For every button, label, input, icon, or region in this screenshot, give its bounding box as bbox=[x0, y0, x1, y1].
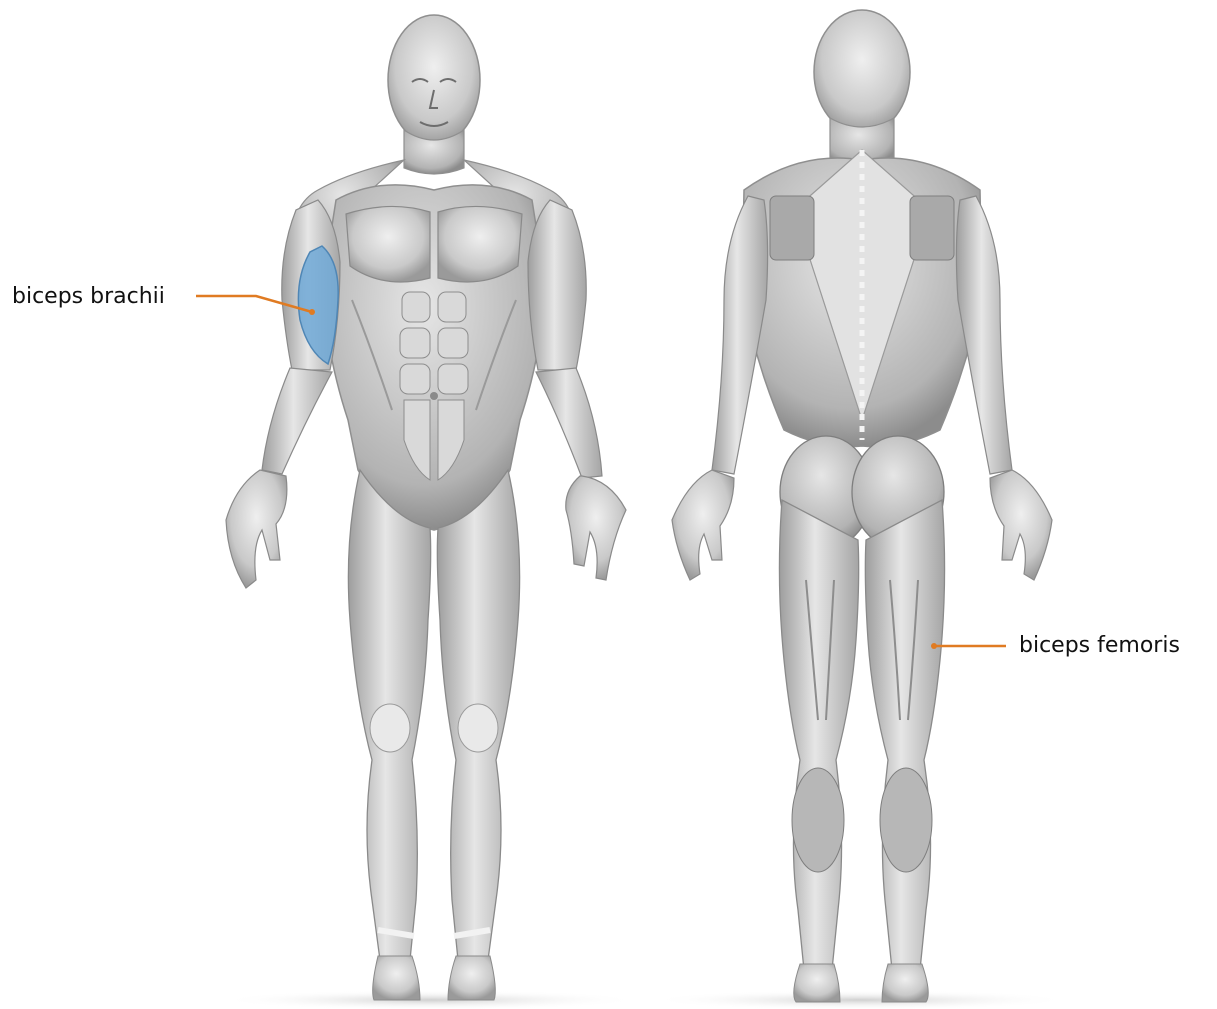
back-shoulder-blade-left bbox=[770, 196, 814, 260]
front-forearm-left bbox=[262, 368, 332, 474]
back-hand-left bbox=[672, 470, 734, 580]
front-floor-shadow bbox=[220, 990, 640, 1009]
front-forearm-right bbox=[536, 368, 602, 478]
front-hand-left bbox=[226, 470, 287, 588]
back-calf-right bbox=[880, 768, 932, 872]
back-leg-left bbox=[779, 500, 858, 970]
front-hand-right bbox=[566, 476, 626, 580]
biceps-brachii-label: biceps brachii bbox=[12, 284, 165, 310]
back-shoulder-blade-right bbox=[910, 196, 954, 260]
back-leg-right bbox=[865, 500, 944, 970]
back-floor-shadow bbox=[650, 990, 1070, 1009]
back-calf-left bbox=[792, 768, 844, 872]
front-foot-right bbox=[448, 956, 495, 1000]
front-upper-arm-right bbox=[528, 200, 586, 370]
front-navel bbox=[430, 392, 438, 400]
front-foot-left bbox=[373, 956, 420, 1000]
back-hand-right bbox=[990, 470, 1052, 580]
posterior-view-figure bbox=[672, 10, 1052, 1002]
front-pectoral-left bbox=[346, 206, 430, 282]
front-knee-left bbox=[370, 704, 410, 752]
anterior-view-figure bbox=[226, 15, 626, 1000]
back-arm-right bbox=[956, 196, 1012, 474]
back-arm-left bbox=[712, 196, 768, 474]
back-foot-left bbox=[794, 964, 840, 1002]
biceps-brachii-leader-dot bbox=[309, 309, 315, 315]
back-head bbox=[814, 10, 910, 134]
biceps-femoris-label: biceps femoris bbox=[1019, 633, 1180, 659]
back-foot-right bbox=[882, 964, 928, 1002]
front-pectoral-right bbox=[438, 206, 522, 282]
front-ankle-bands bbox=[378, 930, 490, 936]
front-knee-right bbox=[458, 704, 498, 752]
biceps-femoris-leader-dot bbox=[931, 643, 937, 649]
